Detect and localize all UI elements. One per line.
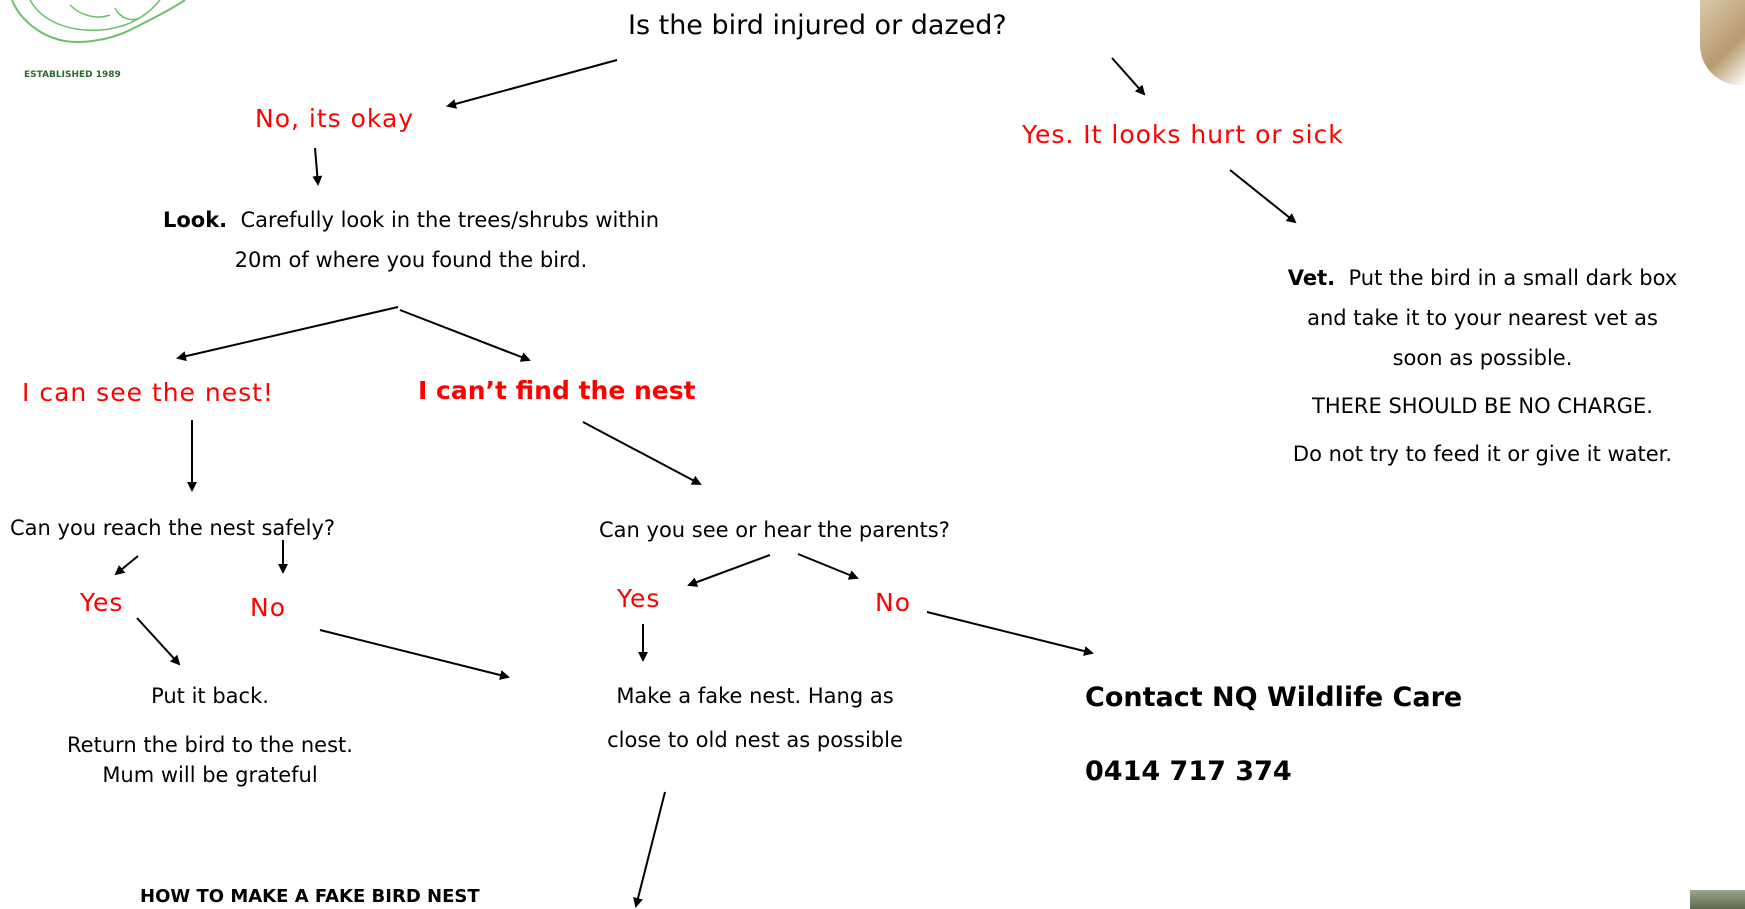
answer-reach-no: No bbox=[250, 593, 286, 622]
put-back-instruction: Put it back. Return the bird to the nest… bbox=[10, 676, 410, 790]
fake-nest-line2: close to old nest as possible bbox=[607, 728, 903, 752]
vet-instruction: Vet. Put the bird in a small dark box an… bbox=[1225, 258, 1740, 474]
arrow-look-to-cant bbox=[399, 309, 531, 362]
put-back-line3: Mum will be grateful bbox=[102, 763, 318, 787]
look-label: Look. bbox=[162, 208, 228, 232]
logo-established-text: ESTABLISHED 1989 bbox=[24, 70, 121, 80]
arrow-parentsno-to-contact bbox=[926, 611, 1094, 656]
arrow-root-to-yes bbox=[1111, 57, 1146, 96]
arrow-yes-to-vet bbox=[1229, 169, 1297, 224]
vet-text-line5: Do not try to feed it or give it water. bbox=[1292, 442, 1673, 466]
fake-nest-line1: Make a fake nest. Hang as bbox=[616, 684, 894, 708]
organization-logo: ESTABLISHED 1989 bbox=[0, 0, 200, 85]
answer-cant-find-nest: I can’t find the nest bbox=[418, 376, 696, 405]
vet-text-line3: soon as possible. bbox=[1392, 346, 1573, 370]
contact-phone: 0414 717 374 bbox=[1085, 756, 1292, 787]
vet-text-line1: Put the bird in a small dark box bbox=[1348, 266, 1678, 290]
fake-nest-heading: HOW TO MAKE A FAKE BIRD NEST bbox=[140, 886, 480, 907]
arrow-root-to-no bbox=[446, 59, 618, 109]
arrow-parents-to-yes bbox=[687, 554, 771, 587]
look-text-line2: 20m of where you found the bird. bbox=[234, 248, 588, 272]
parents-question: Can you see or hear the parents? bbox=[599, 518, 950, 542]
look-text-line1: Carefully look in the trees/shrubs withi… bbox=[240, 208, 660, 232]
arrow-parents-to-no bbox=[797, 553, 859, 580]
vet-text-line2: and take it to your nearest vet as bbox=[1307, 306, 1658, 330]
look-instruction: Look. Carefully look in the trees/shrubs… bbox=[96, 200, 726, 280]
vet-label: Vet. bbox=[1287, 266, 1336, 290]
answer-reach-yes: Yes bbox=[80, 588, 124, 617]
root-question: Is the bird injured or dazed? bbox=[628, 10, 1007, 41]
put-back-line2: Return the bird to the nest. bbox=[67, 733, 353, 757]
arrow-no-to-look bbox=[312, 147, 323, 186]
put-back-line1: Put it back. bbox=[151, 684, 269, 708]
arrow-look-to-see bbox=[176, 306, 399, 362]
fake-nest-instruction: Make a fake nest. Hang as close to old n… bbox=[540, 676, 970, 760]
answer-parents-yes: Yes bbox=[617, 584, 661, 613]
answer-parents-no: No bbox=[875, 588, 911, 617]
reach-question: Can you reach the nest safely? bbox=[10, 516, 336, 540]
arrow-cant-to-parents bbox=[582, 421, 702, 485]
nest-photo-fragment bbox=[1690, 890, 1745, 909]
vet-text-line4: THERE SHOULD BE NO CHARGE. bbox=[1312, 394, 1653, 418]
contact-name: Contact NQ Wildlife Care bbox=[1085, 682, 1463, 713]
arrow-fakenest-to-howto bbox=[633, 791, 666, 908]
answer-no-okay: No, its okay bbox=[255, 104, 415, 133]
arrow-reachno-to-fakenest bbox=[319, 629, 510, 680]
answer-yes-hurt: Yes. It looks hurt or sick bbox=[1022, 120, 1344, 149]
arrow-reachyes-to-putback bbox=[136, 617, 181, 666]
answer-see-nest: I can see the nest! bbox=[22, 378, 274, 407]
logo-graphic bbox=[11, 0, 186, 43]
arrow-reach-to-yes bbox=[114, 555, 139, 576]
